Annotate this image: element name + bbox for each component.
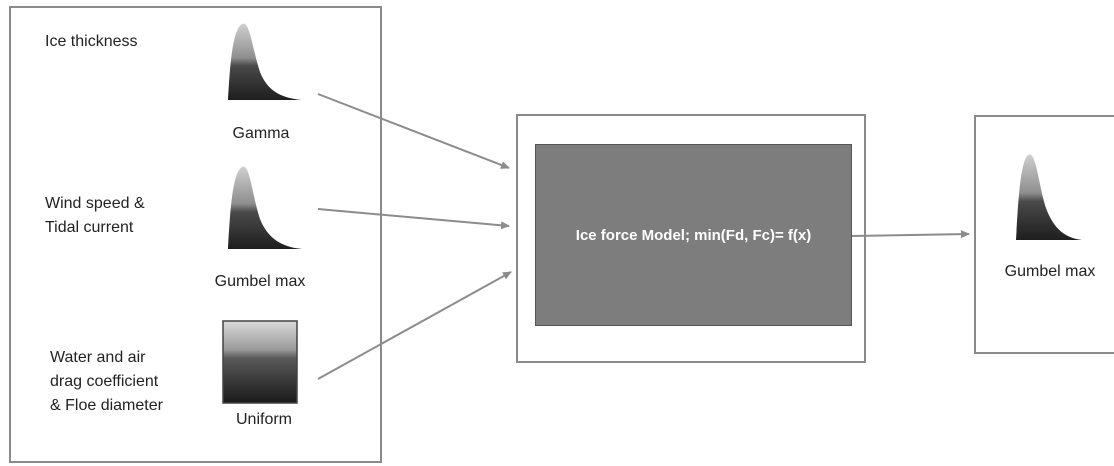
arrow-gumbel-to-model (317, 208, 510, 230)
ice-force-model-box: Ice force Model; min(Fd, Fc)= f(x) (535, 144, 852, 326)
distribution-label-gumbel-max: Gumbel max (214, 273, 306, 290)
distribution-label-gamma: Gamma (232, 125, 290, 142)
output-distribution-label-gumbel-max: Gumbel max (1004, 263, 1096, 280)
input-label-ice-thickness: Ice thickness (45, 33, 138, 50)
distribution-label-uniform: Uniform (235, 411, 292, 428)
input-label-drag-floe: Water and air drag coefficient & Floe di… (50, 349, 163, 414)
model-label: Ice force Model; min(Fd, Fc)= f(x) (575, 226, 812, 244)
arrow-uniform-to-model (317, 271, 512, 380)
uniform-distribution-icon (222, 320, 298, 404)
gumbel-distribution-icon (1016, 154, 1082, 240)
arrow-gamma-to-model (317, 93, 510, 169)
input-label-wind-tidal: Wind speed & Tidal current (45, 195, 145, 236)
gamma-distribution-icon (228, 23, 302, 101)
inputs-panel (9, 6, 382, 463)
gumbel-distribution-icon (228, 166, 302, 249)
arrow-model-to-output (851, 230, 970, 239)
